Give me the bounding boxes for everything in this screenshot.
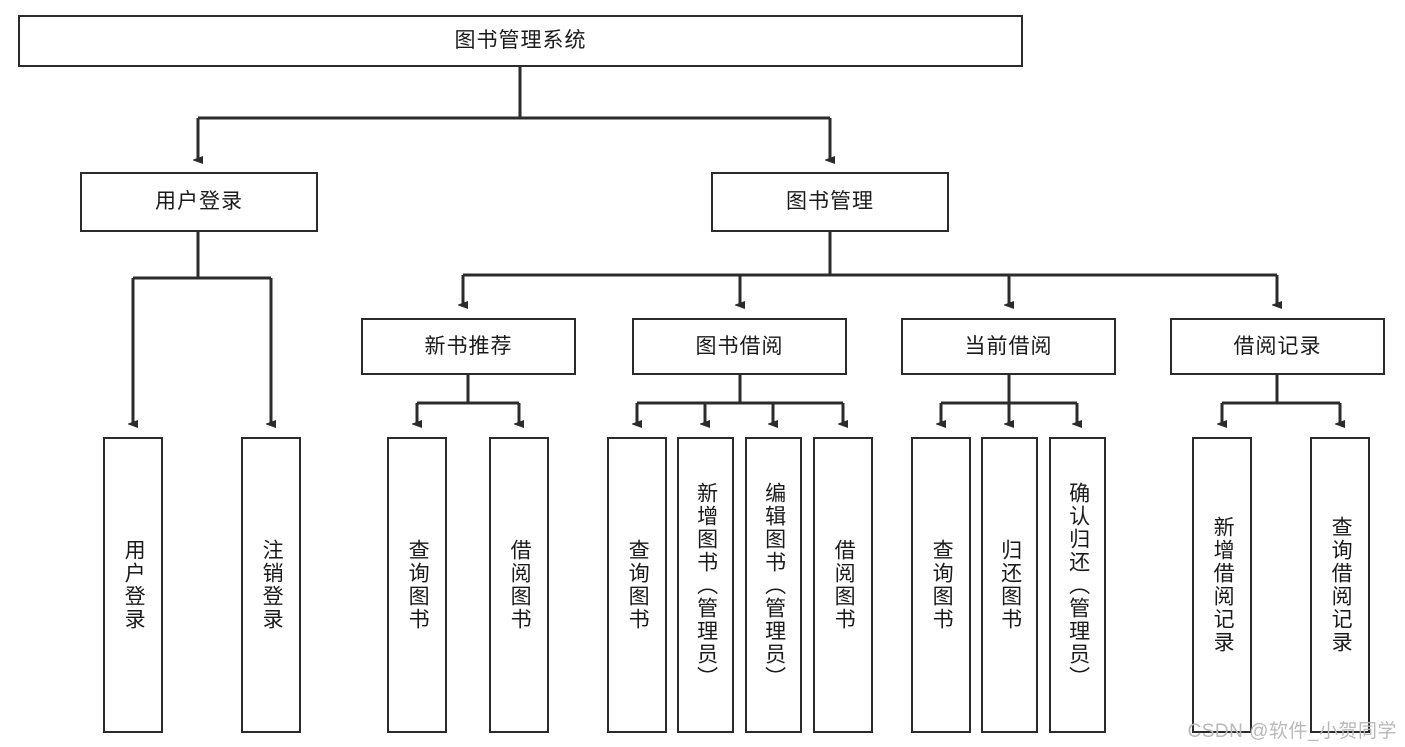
node-borrow-record[interactable]: 借阅记录 <box>1170 318 1385 375</box>
leaf-current-query-book[interactable]: 查询图书 <box>911 437 971 733</box>
node-label: 查询图书 <box>406 539 430 631</box>
node-book-management[interactable]: 图书管理 <box>711 172 949 232</box>
node-label: 查询借阅记录 <box>1329 516 1353 654</box>
node-label: 借阅记录 <box>1233 334 1322 358</box>
node-label: 查询图书 <box>626 539 650 631</box>
node-label: 图书管理 <box>786 190 874 214</box>
node-label: 图书借阅 <box>695 334 784 358</box>
leaf-new-book-borrow[interactable]: 借阅图书 <box>489 437 549 733</box>
node-user-login[interactable]: 用户登录 <box>80 172 318 232</box>
leaf-current-confirm-return-admin[interactable]: 确认归还（管理员） <box>1049 437 1106 733</box>
leaf-user-login-logout[interactable]: 注销登录 <box>241 437 301 733</box>
node-label: 新增图书（管理员） <box>694 481 718 689</box>
node-label: 注销登录 <box>260 539 284 631</box>
leaf-borrow-edit-book-admin[interactable]: 编辑图书（管理员） <box>745 437 802 733</box>
leaf-user-login-login[interactable]: 用户登录 <box>103 437 163 733</box>
node-label: 当前借阅 <box>964 334 1053 358</box>
node-label: 借阅图书 <box>832 539 856 631</box>
node-label: 借阅图书 <box>508 539 532 631</box>
node-label: 用户登录 <box>122 539 146 631</box>
leaf-current-return-book[interactable]: 归还图书 <box>981 437 1038 733</box>
leaf-record-query-record[interactable]: 查询借阅记录 <box>1310 437 1370 733</box>
node-label: 查询图书 <box>930 539 954 631</box>
node-label: 用户登录 <box>155 190 243 214</box>
leaf-new-book-query[interactable]: 查询图书 <box>387 437 447 733</box>
node-label: 编辑图书（管理员） <box>762 481 786 689</box>
leaf-borrow-query-book[interactable]: 查询图书 <box>607 437 667 733</box>
watermark: CSDN @软件_小贺同学 <box>1187 721 1397 742</box>
node-label: 归还图书 <box>998 539 1022 631</box>
node-current-borrow[interactable]: 当前借阅 <box>901 318 1116 375</box>
node-label: 图书管理系统 <box>454 29 587 53</box>
node-label: 新增借阅记录 <box>1211 516 1235 654</box>
leaf-record-add-record[interactable]: 新增借阅记录 <box>1192 437 1252 733</box>
node-new-book-recommend[interactable]: 新书推荐 <box>361 318 576 375</box>
leaf-borrow-borrow-book[interactable]: 借阅图书 <box>813 437 873 733</box>
node-book-borrow[interactable]: 图书借阅 <box>632 318 847 375</box>
node-label: 新书推荐 <box>424 334 513 358</box>
node-root-book-management-system[interactable]: 图书管理系统 <box>18 15 1023 67</box>
node-label: 确认归还（管理员） <box>1066 481 1090 689</box>
leaf-borrow-add-book-admin[interactable]: 新增图书（管理员） <box>677 437 734 733</box>
